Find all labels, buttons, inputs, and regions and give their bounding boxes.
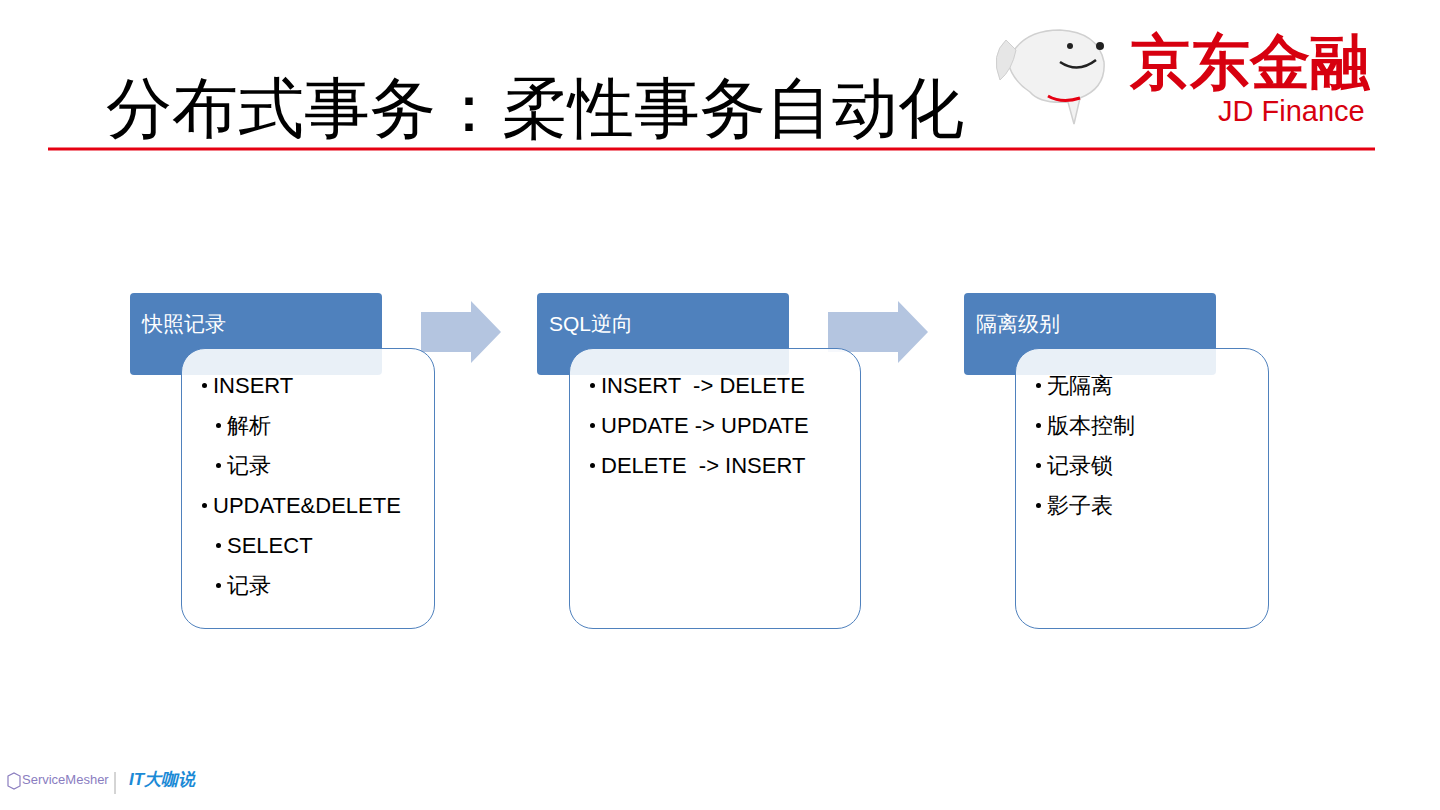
item-text: DELETE -> INSERT bbox=[601, 453, 805, 478]
servicemesher-icon bbox=[8, 773, 20, 789]
bullet-dot bbox=[1036, 463, 1041, 468]
bullet-dot bbox=[1036, 503, 1041, 508]
bullet-item: 影子表 bbox=[1030, 486, 1254, 526]
bullet-item: DELETE -> INSERT bbox=[584, 446, 846, 486]
bullet-dot bbox=[590, 423, 595, 428]
bullet-item: INSERT -> DELETE bbox=[584, 366, 846, 406]
bullet-dot bbox=[1036, 423, 1041, 428]
bullet-item: 解析 bbox=[196, 406, 420, 446]
footer-brand: ServiceMesher bbox=[22, 773, 109, 787]
header-text: 快照记录 bbox=[142, 309, 370, 339]
item-text: INSERT bbox=[213, 373, 293, 398]
item-text: 记录 bbox=[227, 573, 271, 598]
header-text: SQL逆向 bbox=[549, 312, 633, 335]
item-text: INSERT -> DELETE bbox=[601, 373, 805, 398]
item-text: UPDATE&DELETE bbox=[213, 493, 401, 518]
item-text: 解析 bbox=[227, 413, 271, 438]
content-box: INSERT -> DELETE UPDATE -> UPDATE DELETE -… bbox=[569, 348, 861, 629]
bullet-item: 记录 bbox=[196, 446, 420, 486]
bullet-item: 记录 bbox=[196, 566, 420, 606]
block-arrow bbox=[421, 301, 501, 363]
item-text: SELECT bbox=[227, 533, 313, 558]
slide-title: 分布式事务：柔性事务自动化 bbox=[106, 72, 964, 145]
header-text: 快照记录 bbox=[142, 312, 226, 335]
footer-separator bbox=[115, 772, 116, 794]
bullet-dot bbox=[216, 463, 221, 468]
bullet-item: UPDATE -> UPDATE bbox=[584, 406, 846, 446]
logo-text: 京东金融 bbox=[1130, 30, 1370, 96]
bullet-item: 记录锁 bbox=[1030, 446, 1254, 486]
mascot-icon bbox=[996, 30, 1104, 124]
item-text: 无隔离 bbox=[1047, 373, 1113, 398]
bullet-item: 无隔离 bbox=[1030, 366, 1254, 406]
header-text: 隔离级别 bbox=[976, 309, 1204, 339]
bullet-dot bbox=[202, 503, 207, 508]
bullet-item: INSERT bbox=[196, 366, 420, 406]
bullet-item: 版本控制 bbox=[1030, 406, 1254, 446]
content-box: INSERT 解析记录 UPDATE&DELETE SELECT 记录 bbox=[181, 348, 435, 629]
bullet-dot bbox=[216, 583, 221, 588]
footer-brand: IT大咖说 bbox=[129, 771, 195, 790]
item-text: 记录锁 bbox=[1047, 453, 1113, 478]
item-text: 版本控制 bbox=[1047, 413, 1135, 438]
bullet-item: UPDATE&DELETE bbox=[196, 486, 420, 526]
item-text: 影子表 bbox=[1047, 493, 1113, 518]
bullet-dot bbox=[216, 543, 221, 548]
item-text: UPDATE -> UPDATE bbox=[601, 413, 809, 438]
content-box: 无隔离版本控制记录锁影子表 bbox=[1015, 348, 1269, 629]
bullet-dot bbox=[216, 423, 221, 428]
bullet-item: SELECT bbox=[196, 526, 420, 566]
bullet-dot bbox=[590, 383, 595, 388]
header-text: 隔离级别 bbox=[976, 312, 1060, 335]
bullet-dot bbox=[202, 383, 207, 388]
item-text: 记录 bbox=[227, 453, 271, 478]
bullet-dot bbox=[590, 463, 595, 468]
bullet-dot bbox=[1036, 383, 1041, 388]
header-text: SQL逆向 bbox=[549, 309, 777, 339]
logo-subtext: JD Finance bbox=[1218, 96, 1365, 128]
title-rule bbox=[48, 148, 1375, 151]
